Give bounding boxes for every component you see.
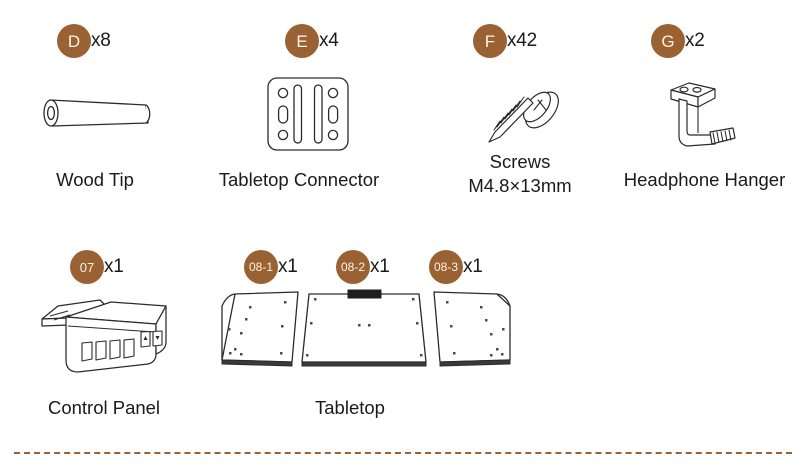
part-qty-08-3: x1 (463, 256, 483, 277)
caption-screws-line1: Screws (489, 151, 551, 172)
caption-tabletop-connector: Tabletop Connector (218, 169, 380, 190)
badge-row-tabletop-center: 08-2 x1 (336, 250, 390, 284)
badge-row-tabletop-connector: E x4 (285, 24, 339, 58)
hook-icon (665, 78, 745, 154)
part-badge-08-1: 08-1 (244, 250, 278, 284)
caption-control-panel: Control Panel (47, 397, 161, 418)
part-badge-d: D (57, 24, 91, 58)
part-qty-d: x8 (91, 30, 111, 51)
badge-row-control-panel: 07 x1 (70, 250, 124, 284)
badge-row-tabletop-right: 08-3 x1 (429, 250, 483, 284)
part-qty-08-1: x1 (278, 256, 298, 277)
part-qty-f: x42 (507, 30, 538, 51)
part-qty-g: x2 (685, 30, 705, 51)
bracket-plate-icon (266, 76, 350, 152)
caption-screws: Screws M4.8×13mm (430, 150, 610, 197)
section-divider (14, 452, 792, 454)
part-badge-g: G (651, 24, 685, 58)
part-badge-07: 07 (70, 250, 104, 284)
caption-wood-tip: Wood Tip (56, 169, 134, 190)
tabletop-panel-center-icon (300, 288, 428, 372)
part-qty-08-2: x1 (370, 256, 390, 277)
caption-tabletop-group: Tabletop (315, 397, 385, 418)
part-badge-08-2: 08-2 (336, 250, 370, 284)
part-badge-08-3: 08-3 (429, 250, 463, 284)
part-badge-e: E (285, 24, 319, 58)
badge-row-tabletop-left: 08-1 x1 (244, 250, 298, 284)
tabletop-panel-left-icon (218, 288, 304, 372)
control-panel-icon (38, 292, 188, 378)
dowel-icon (38, 92, 158, 134)
screw-icon (480, 80, 572, 152)
part-qty-07: x1 (104, 256, 124, 277)
badge-row-headphone-hanger: G x2 (651, 24, 705, 58)
tabletop-panel-right-icon (428, 288, 514, 372)
part-badge-f: F (473, 24, 507, 58)
badge-row-screws: F x42 (473, 24, 537, 58)
caption-screws-line2: M4.8×13mm (468, 174, 572, 196)
caption-headphone-hanger: Headphone Hanger (623, 169, 786, 190)
badge-row-wood-tip: D x8 (57, 24, 111, 58)
part-qty-e: x4 (319, 30, 339, 51)
